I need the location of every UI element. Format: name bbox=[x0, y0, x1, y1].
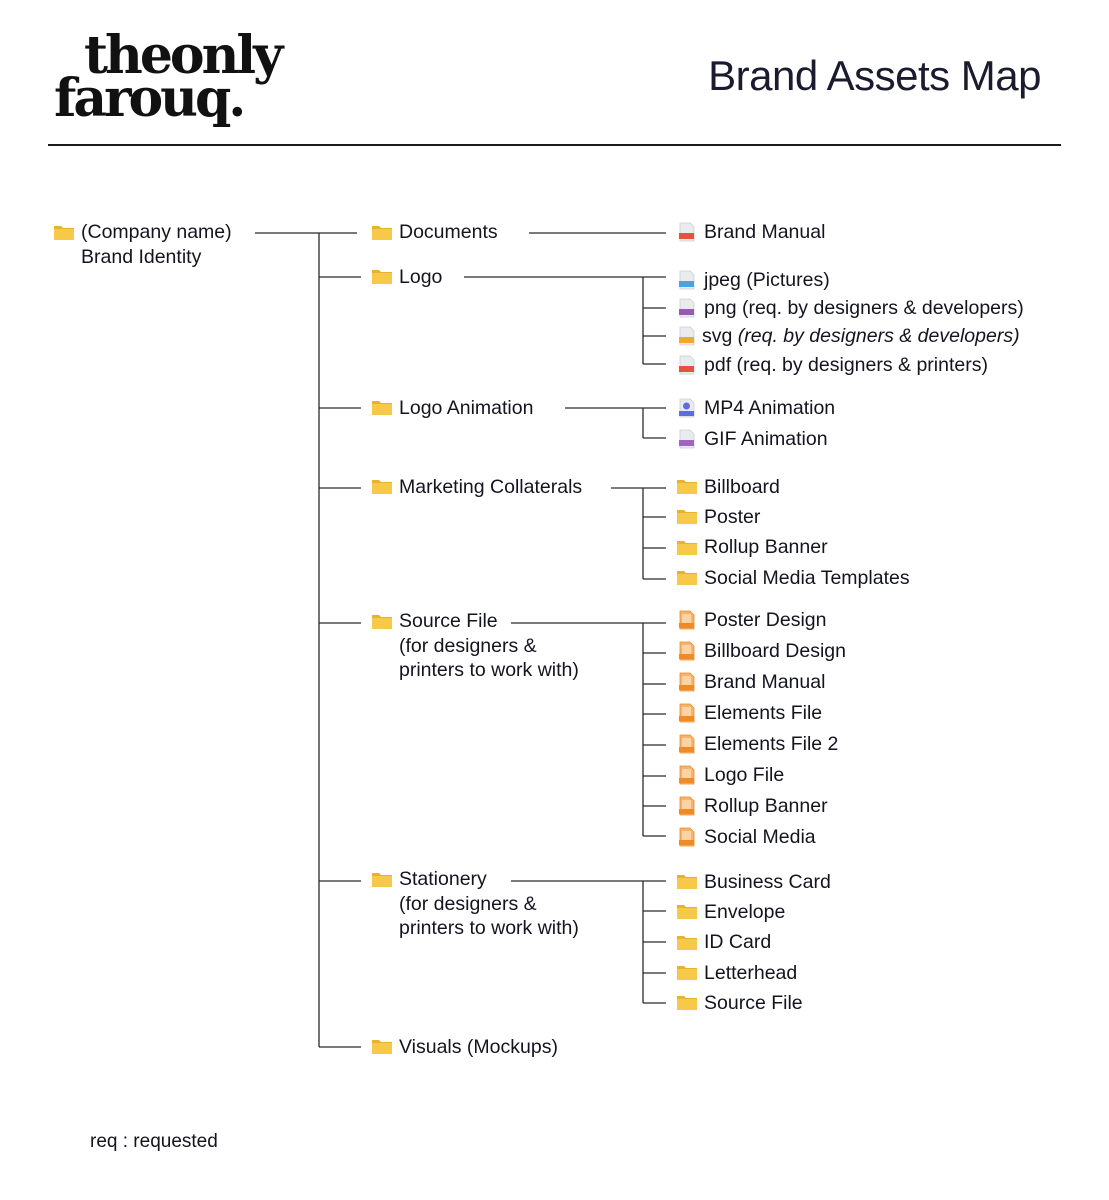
source-item[interactable]: Brand Manual bbox=[704, 671, 826, 693]
category-visuals[interactable]: Visuals (Mockups) bbox=[399, 1036, 558, 1058]
logo-item[interactable]: svg (req. by designers & developers) bbox=[702, 324, 1020, 349]
stationery-title: Stationery bbox=[399, 868, 487, 890]
category-source-file[interactable]: Source File (for designers & printers to… bbox=[399, 609, 579, 683]
source-item[interactable]: Logo File bbox=[704, 764, 785, 786]
jpg-file-icon bbox=[679, 270, 695, 290]
root-node[interactable]: (Company name) Brand Identity bbox=[81, 220, 232, 269]
marketing-item[interactable]: Social Media Templates bbox=[704, 567, 910, 589]
brand-logo-line1: theonly bbox=[84, 25, 283, 86]
ai-file-icon bbox=[679, 672, 695, 692]
logo-item-prefix: svg bbox=[702, 325, 738, 347]
source-item[interactable]: Billboard Design bbox=[704, 640, 846, 662]
marketing-item[interactable]: Poster bbox=[704, 506, 761, 528]
stationery-item[interactable]: ID Card bbox=[704, 931, 772, 953]
ai-file-icon bbox=[679, 765, 695, 785]
ai-file-icon bbox=[679, 641, 695, 661]
logo-item[interactable]: jpeg (Pictures) bbox=[704, 269, 830, 291]
brand-logo: theonly farouq. bbox=[52, 30, 283, 130]
animation-item[interactable]: MP4 Animation bbox=[704, 397, 836, 419]
stationery-item[interactable]: Source File bbox=[704, 992, 803, 1014]
folder-icon bbox=[372, 615, 392, 629]
footnote: req : requested bbox=[90, 1131, 218, 1152]
folder-icon bbox=[372, 270, 392, 284]
folder-icon bbox=[677, 966, 697, 980]
category-documents[interactable]: Documents bbox=[399, 221, 498, 243]
stationery-item[interactable]: Letterhead bbox=[704, 962, 798, 984]
png-file-icon bbox=[679, 298, 695, 318]
category-logo-animation[interactable]: Logo Animation bbox=[399, 397, 534, 419]
folder-icon bbox=[677, 875, 697, 889]
logo-item[interactable]: png (req. by designers & developers) bbox=[704, 297, 1024, 319]
folder-icon bbox=[677, 936, 697, 950]
folder-icon bbox=[677, 510, 697, 524]
ai-file-icon bbox=[679, 703, 695, 723]
marketing-item[interactable]: Rollup Banner bbox=[704, 536, 828, 558]
pdf-file-icon bbox=[679, 222, 695, 242]
root-node-line2: Brand Identity bbox=[81, 245, 202, 268]
source-item[interactable]: Poster Design bbox=[704, 609, 827, 631]
folder-icon bbox=[677, 571, 697, 585]
ai-file-icon bbox=[679, 796, 695, 816]
folder-icon bbox=[372, 873, 392, 887]
folder-icon bbox=[372, 226, 392, 240]
logo-item[interactable]: pdf (req. by designers & printers) bbox=[704, 354, 988, 376]
marketing-item[interactable]: Billboard bbox=[704, 476, 780, 498]
source-item[interactable]: Elements File bbox=[704, 702, 823, 724]
brand-logo-line2: farouq. bbox=[54, 68, 246, 129]
category-logo[interactable]: Logo bbox=[399, 266, 443, 288]
source-item[interactable]: Social Media bbox=[704, 826, 816, 848]
gif-file-icon bbox=[679, 429, 695, 449]
ai-file-icon bbox=[679, 827, 695, 847]
svg-file-icon bbox=[679, 326, 695, 346]
source-file-title: Source File bbox=[399, 610, 498, 632]
folder-icon bbox=[54, 226, 74, 240]
logo-item-note: (req. by designers & developers) bbox=[737, 325, 1020, 347]
mp4-file-icon bbox=[679, 398, 695, 418]
ai-file-icon bbox=[679, 734, 695, 754]
stationery-item[interactable]: Business Card bbox=[704, 871, 831, 893]
folder-icon bbox=[372, 1040, 392, 1054]
category-marketing-collaterals[interactable]: Marketing Collaterals bbox=[399, 476, 583, 498]
folder-icon bbox=[677, 996, 697, 1010]
ai-file-icon bbox=[679, 610, 695, 630]
source-file-note-line2: printers to work with) bbox=[399, 659, 579, 681]
page-title: Brand Assets Map bbox=[708, 52, 1041, 99]
pdf-file-icon bbox=[679, 355, 695, 375]
source-file-note-line1: (for designers & bbox=[399, 634, 537, 657]
folder-icon bbox=[677, 480, 697, 494]
folder-icon bbox=[372, 401, 392, 415]
source-item[interactable]: Elements File 2 bbox=[704, 733, 839, 755]
stationery-note-line2: printers to work with) bbox=[399, 917, 579, 939]
source-item[interactable]: Rollup Banner bbox=[704, 795, 828, 817]
root-node-line1: (Company name) bbox=[81, 221, 232, 243]
folder-icon bbox=[677, 905, 697, 919]
stationery-item[interactable]: Envelope bbox=[704, 901, 786, 923]
category-stationery[interactable]: Stationery (for designers & printers to … bbox=[399, 867, 579, 941]
stationery-note-line1: (for designers & bbox=[399, 892, 537, 915]
folder-icon bbox=[677, 541, 697, 555]
animation-item[interactable]: GIF Animation bbox=[704, 428, 828, 450]
header-divider bbox=[48, 144, 1061, 146]
documents-item[interactable]: Brand Manual bbox=[704, 221, 826, 243]
folder-icon bbox=[372, 480, 392, 494]
